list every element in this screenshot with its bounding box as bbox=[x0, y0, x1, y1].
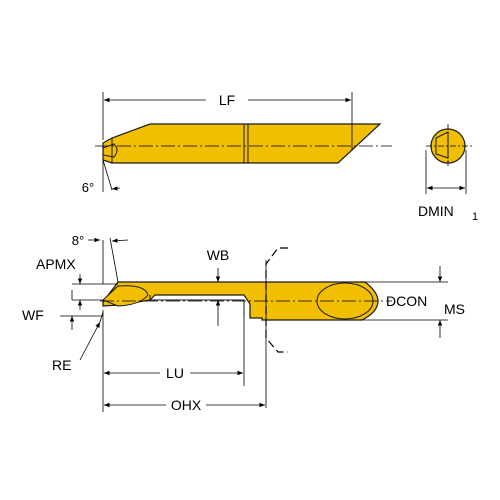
lf-label: LF bbox=[219, 92, 235, 108]
top-view: LF 6° DMIN 1 bbox=[82, 92, 478, 223]
dmin-sub-label: 1 bbox=[472, 211, 478, 223]
side-tool-body bbox=[102, 281, 379, 321]
ohx-label: OHX bbox=[171, 397, 202, 413]
wb-label: WB bbox=[207, 247, 230, 263]
top-tip-detail bbox=[102, 143, 118, 158]
re-leader bbox=[79, 321, 101, 361]
wf-label: WF bbox=[22, 307, 44, 323]
re-leader-2 bbox=[99, 311, 104, 323]
end-view: DMIN 1 bbox=[418, 124, 478, 223]
side-tip-insert bbox=[102, 285, 149, 307]
dmin-label: DMIN bbox=[418, 203, 454, 219]
top-tool-body bbox=[102, 123, 382, 164]
angle-top-arrow bbox=[111, 186, 121, 191]
angle-top-label: 6° bbox=[82, 180, 94, 195]
angle-bottom-label: 8° bbox=[72, 233, 84, 248]
side-neck-edge bbox=[149, 295, 245, 318]
dcon-sub-label: MS bbox=[444, 301, 465, 317]
angle-bottom-line-2 bbox=[109, 237, 119, 283]
side-view: 8° WB APMX WF RE DCON MS LU bbox=[22, 233, 465, 413]
re-label: RE bbox=[52, 357, 71, 373]
dcon-label: DCON bbox=[386, 293, 427, 309]
apmx-label: APMX bbox=[36, 256, 76, 272]
angle-bottom-arrow bbox=[111, 238, 129, 243]
lu-label: LU bbox=[166, 365, 184, 381]
angle-top-arc-2 bbox=[102, 159, 113, 191]
